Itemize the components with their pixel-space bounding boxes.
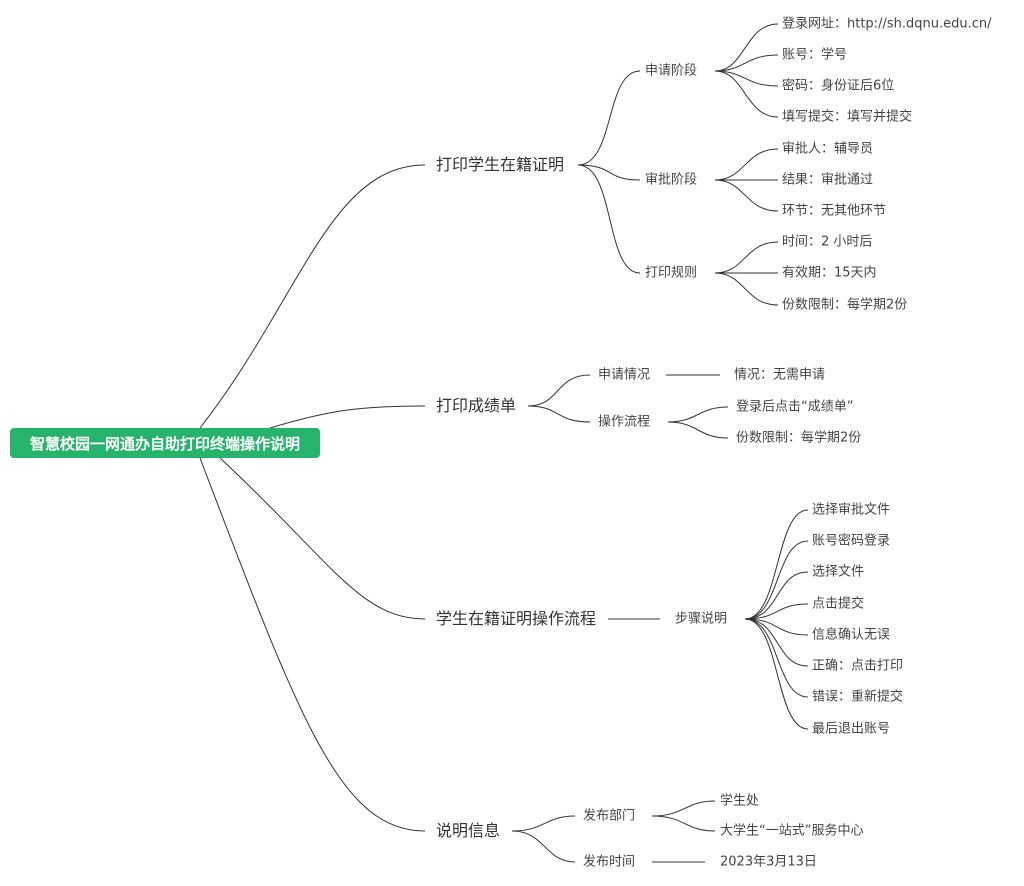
connector-b0-c1-l2 (714, 179, 779, 212)
sub-step-description: 步骤说明 (675, 611, 728, 627)
sub-publishing-department: 发布部门 (583, 808, 636, 824)
connector-b1-c1-l1 (667, 421, 729, 439)
sub-publishing-time: 发布时间 (583, 854, 636, 870)
connector-b0-c2 (577, 164, 641, 274)
leaf-step-7: 错误：重新提交 (812, 689, 904, 705)
connector-b3-c0-l1 (651, 815, 716, 832)
connector-b2-c0-l6 (744, 618, 809, 698)
connector-b0-c0-l2 (714, 70, 779, 87)
connector-b2-c0-l7 (744, 618, 809, 730)
branch-print-transcript: 打印成绩单 (436, 396, 517, 415)
connector-b2-c0-l1 (744, 540, 809, 620)
leaf-student-affairs: 学生处 (720, 793, 760, 809)
branch-enrollment-procedure: 学生在籍证明操作流程 (436, 609, 597, 628)
connector-root-b2 (219, 457, 426, 620)
leaf-step-6: 正确：点击打印 (812, 658, 904, 674)
sub-operation-flow: 操作流程 (598, 414, 651, 430)
connector-b2-c0-l0 (744, 509, 809, 620)
root-title: 智慧校园一网通办自助打印终端操作说明 (29, 434, 300, 453)
leaf-step-4: 点击提交 (812, 596, 865, 612)
sub-apply-stage: 申请阶段 (645, 63, 698, 79)
connector-b2-c0-l3 (744, 603, 809, 620)
connector-b0-c0 (577, 70, 641, 166)
connector-root-b3 (199, 457, 426, 832)
leaf-login-url: 登录网址：http://sh.dqnu.edu.cn/ (782, 16, 992, 32)
connector-root-b1 (269, 405, 426, 429)
connector-b0-c0-l1 (714, 54, 779, 72)
connector-b2-c0-l4 (744, 618, 809, 636)
connector-b2-c0-l2 (744, 571, 809, 620)
connector-b0-c0-l0 (714, 23, 779, 72)
leaf-account: 账号：学号 (782, 47, 848, 63)
leaf-time: 时间：2 小时后 (782, 234, 873, 250)
leaf-validity: 有效期：15天内 (782, 265, 877, 281)
leaf-step-3: 选择文件 (812, 564, 865, 580)
leaf-step-8: 最后退出账号 (812, 721, 891, 737)
connector-b0-c1-l0 (714, 148, 779, 181)
connector-b0-c0-l3 (714, 70, 779, 118)
sub-print-rules: 打印规则 (645, 265, 698, 281)
leaf-steps: 环节：无其他环节 (782, 203, 887, 219)
leaf-service-center: 大学生“一站式”服务中心 (720, 823, 864, 839)
leaf-password: 密码：身份证后6位 (782, 78, 895, 94)
leaf-approver: 审批人：辅导员 (782, 141, 874, 157)
leaf-no-application: 情况：无需申请 (734, 367, 826, 383)
sub-apply-status: 申请情况 (598, 367, 651, 383)
branch-print-enrollment-certificate: 打印学生在籍证明 (436, 155, 565, 174)
leaf-step-1: 选择审批文件 (812, 502, 891, 518)
leaf-result: 结果：审批通过 (782, 172, 874, 188)
leaf-transcript-copy-limit: 份数限制：每学期2份 (736, 430, 862, 446)
connector-b3-c1 (511, 830, 576, 863)
leaf-fill-submit: 填写提交：填写并提交 (782, 109, 913, 125)
connector-b0-c2-l0 (714, 241, 779, 274)
connector-b2-c0-l5 (744, 618, 809, 667)
leaf-copy-limit: 份数限制：每学期2份 (782, 297, 908, 313)
connector-b3-c0 (511, 815, 576, 832)
root-node: 智慧校园一网通办自助打印终端操作说明 (10, 428, 320, 458)
leaf-step-5: 信息确认无误 (812, 627, 891, 643)
leaf-step-2: 账号密码登录 (812, 533, 891, 549)
connector-root-b0 (199, 164, 426, 429)
connector-b3-c0-l0 (651, 800, 716, 817)
connector-b0-c2-l2 (714, 272, 779, 306)
connector-b1-c1 (527, 405, 591, 423)
sub-approval-stage: 审批阶段 (645, 172, 698, 188)
leaf-publish-date: 2023年3月13日 (720, 854, 817, 870)
leaf-click-transcript: 登录后点击“成绩单” (736, 399, 854, 415)
branch-notice-info: 说明信息 (436, 821, 501, 840)
connector-b0-c1 (577, 164, 641, 181)
connector-b1-c1-l0 (667, 406, 729, 423)
connector-b1-c0 (527, 374, 591, 407)
